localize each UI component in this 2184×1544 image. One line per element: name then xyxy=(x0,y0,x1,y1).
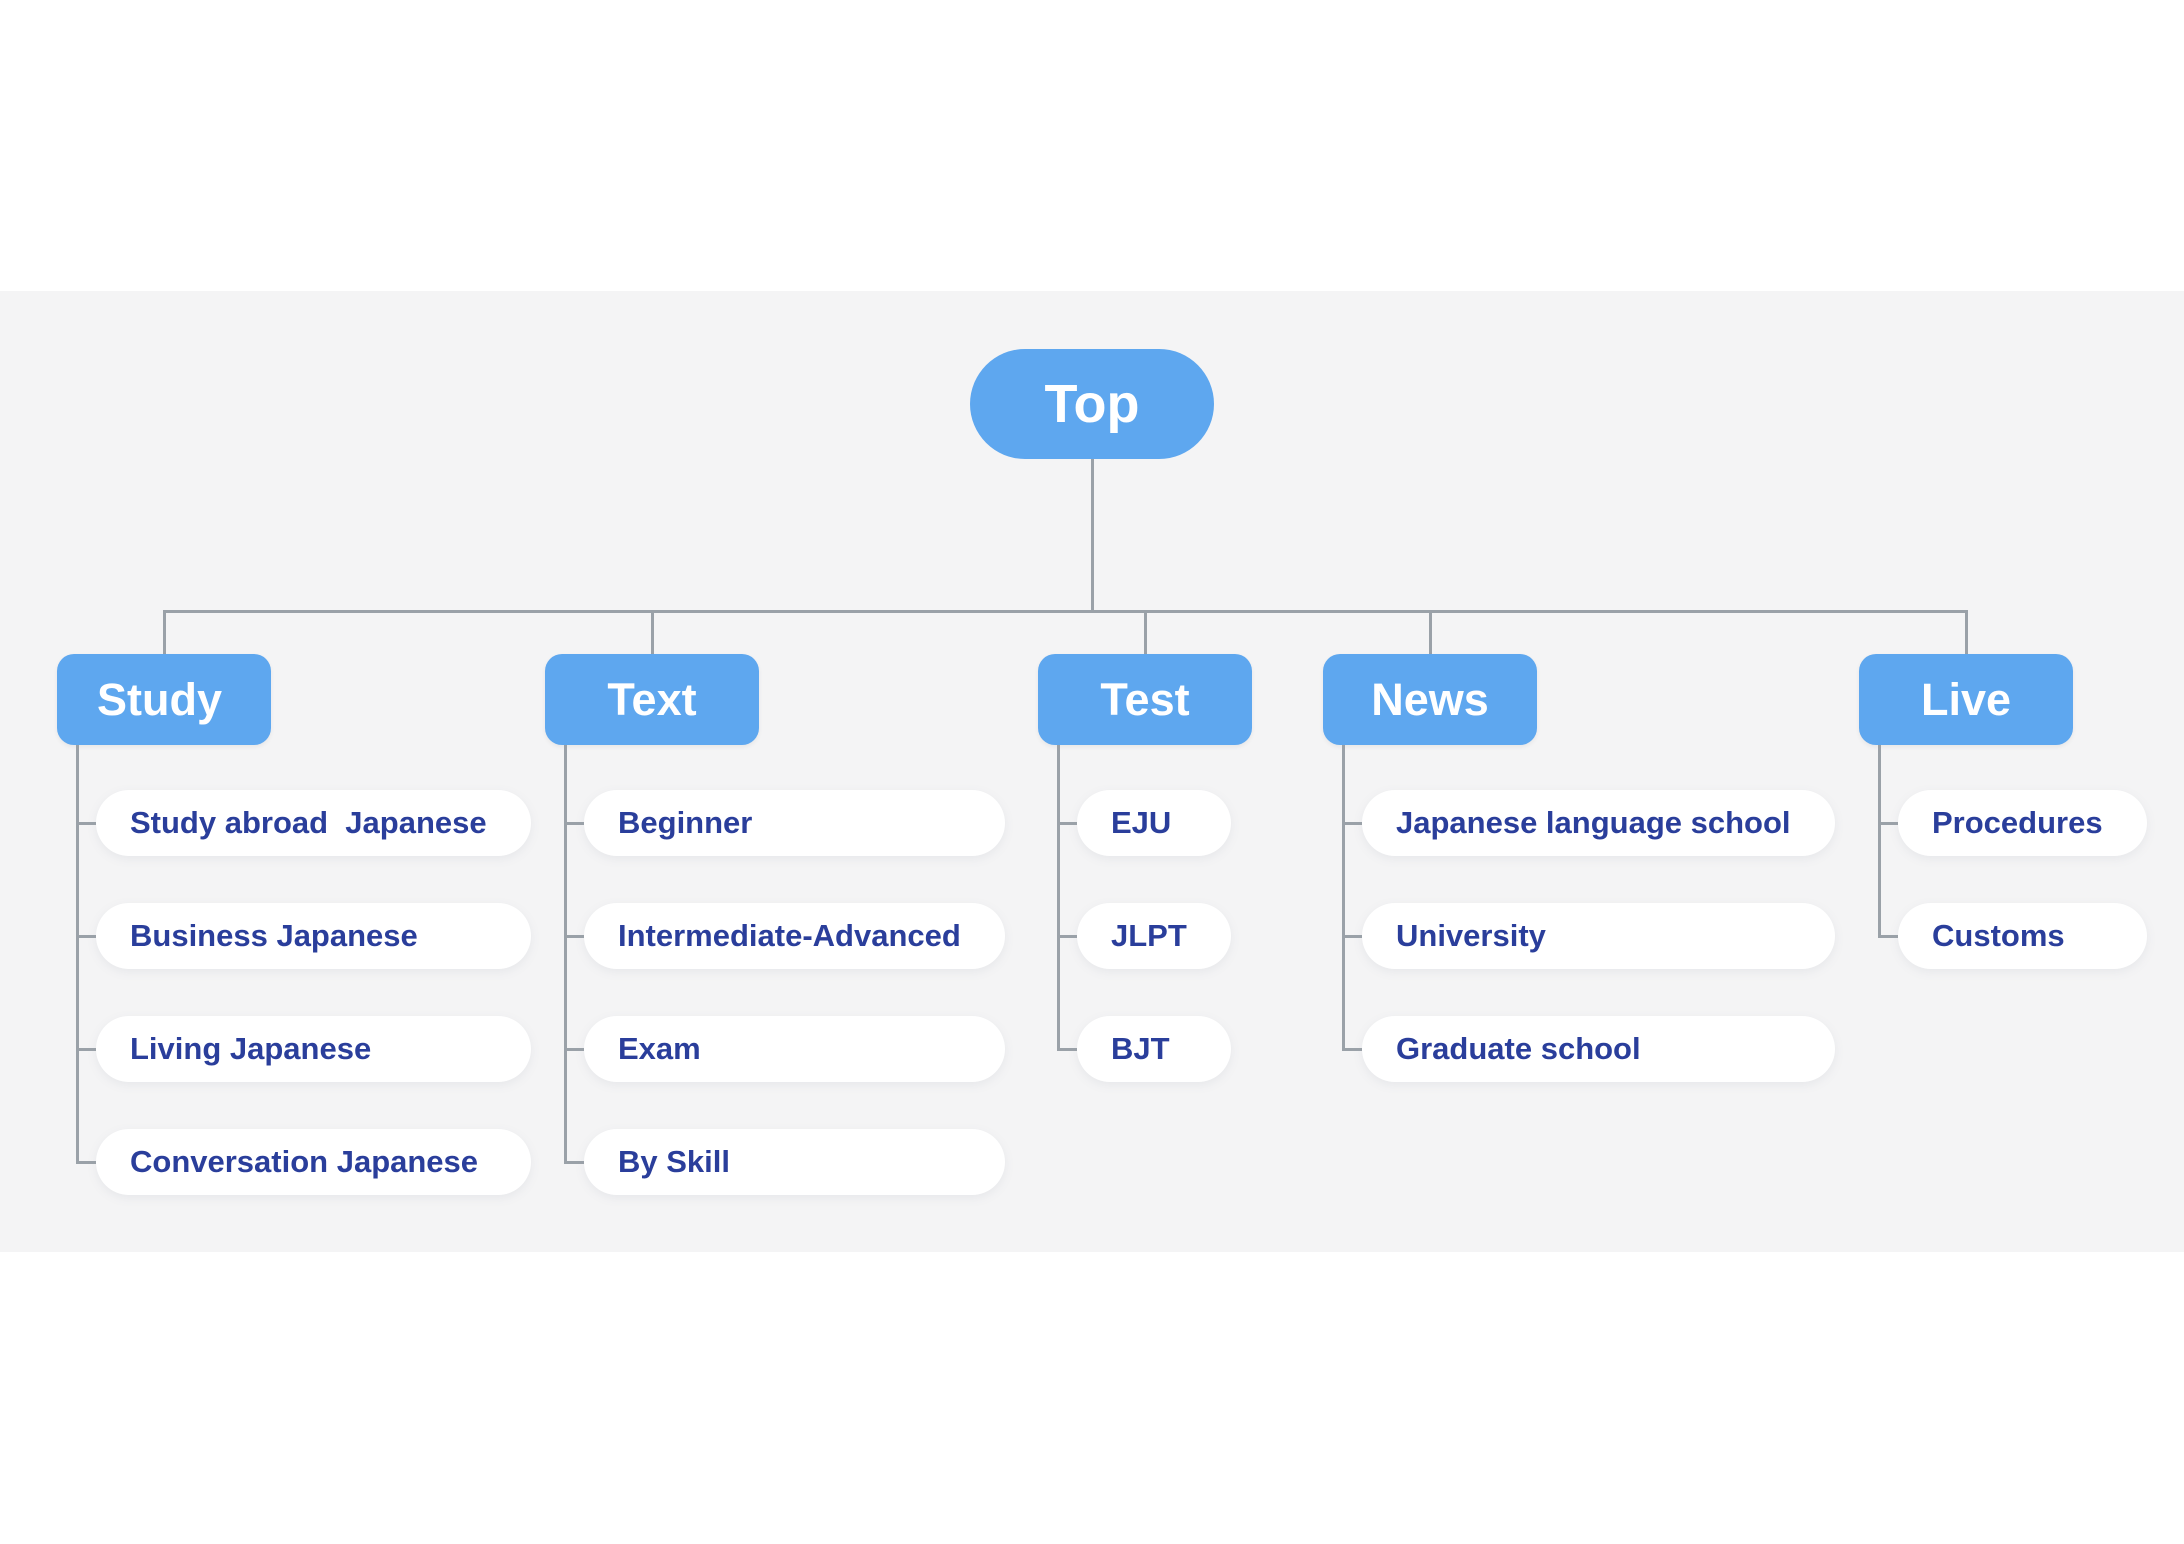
child-node-label: Japanese language school xyxy=(1396,805,1791,840)
child-node-label: Study abroad Japanese xyxy=(130,805,487,840)
root-node-top[interactable]: Top xyxy=(970,349,1214,459)
branch-node-label: Text xyxy=(607,673,697,725)
live-children: Procedures Customs xyxy=(1878,790,2147,969)
child-node-label: Conversation Japanese xyxy=(130,1144,479,1179)
branch-node-label: News xyxy=(1371,673,1489,725)
node-study-abroad-japanese[interactable]: Study abroad Japanese xyxy=(76,790,531,856)
root-node-label: Top xyxy=(1044,374,1140,434)
connector-trunk-study xyxy=(76,745,79,1162)
node-by-skill[interactable]: By Skill xyxy=(564,1129,1005,1195)
study-children: Study abroad Japanese Business Japanese … xyxy=(76,790,531,1195)
node-japanese-language-school[interactable]: Japanese language school xyxy=(1342,790,1835,856)
node-intermediate-advanced[interactable]: Intermediate-Advanced xyxy=(564,903,1005,969)
child-node-label: BJT xyxy=(1111,1031,1170,1066)
branch-node-label: Live xyxy=(1920,673,2012,725)
branch-node-label: Study xyxy=(97,673,223,725)
test-children: EJU JLPT BJT xyxy=(1057,790,1231,1082)
child-node-label: Procedures xyxy=(1932,805,2103,840)
connector-drop-test xyxy=(1144,611,1147,656)
child-node-label: Beginner xyxy=(618,805,753,840)
child-node-label: Living Japanese xyxy=(130,1031,372,1066)
branch-node-news[interactable]: News xyxy=(1323,654,1537,745)
news-children: Japanese language school University Grad… xyxy=(1342,790,1835,1082)
node-bjt[interactable]: BJT xyxy=(1057,1016,1231,1082)
node-university[interactable]: University xyxy=(1342,903,1835,969)
branch-node-text[interactable]: Text xyxy=(545,654,759,745)
connector-spine xyxy=(163,610,1968,613)
child-node-label: Customs xyxy=(1932,918,2065,953)
child-node-label: University xyxy=(1396,918,1546,953)
connector-root-vertical xyxy=(1091,459,1094,611)
node-living-japanese[interactable]: Living Japanese xyxy=(76,1016,531,1082)
branch-node-live[interactable]: Live xyxy=(1859,654,2073,745)
connector-drop-live xyxy=(1965,611,1968,656)
branch-node-study[interactable]: Study xyxy=(57,654,271,745)
connector-drop-text xyxy=(651,611,654,656)
node-conversation-japanese[interactable]: Conversation Japanese xyxy=(76,1129,531,1195)
connector-trunk-live xyxy=(1878,745,1881,936)
child-node-label: EJU xyxy=(1111,805,1172,840)
child-node-label: Graduate school xyxy=(1396,1031,1641,1066)
child-node-label: Intermediate-Advanced xyxy=(618,918,961,953)
child-node-label: JLPT xyxy=(1111,918,1187,953)
node-exam[interactable]: Exam xyxy=(564,1016,1005,1082)
connector-trunk-text xyxy=(564,745,567,1162)
node-graduate-school[interactable]: Graduate school xyxy=(1342,1016,1835,1082)
node-procedures[interactable]: Procedures xyxy=(1878,790,2147,856)
connector-trunk-news xyxy=(1342,745,1345,1049)
node-business-japanese[interactable]: Business Japanese xyxy=(76,903,531,969)
branch-node-test[interactable]: Test xyxy=(1038,654,1252,745)
node-customs[interactable]: Customs xyxy=(1878,903,2147,969)
child-node-label: By Skill xyxy=(618,1144,730,1179)
child-node-label: Exam xyxy=(618,1031,701,1066)
connector-drop-study xyxy=(163,611,166,656)
connector-trunk-test xyxy=(1057,745,1060,1049)
connector-drop-news xyxy=(1429,611,1432,656)
node-jlpt[interactable]: JLPT xyxy=(1057,903,1231,969)
node-eju[interactable]: EJU xyxy=(1057,790,1231,856)
child-node-label: Business Japanese xyxy=(130,918,418,953)
branch-node-label: Test xyxy=(1100,673,1190,725)
text-children: Beginner Intermediate-Advanced Exam By S… xyxy=(564,790,1005,1195)
node-beginner[interactable]: Beginner xyxy=(564,790,1005,856)
